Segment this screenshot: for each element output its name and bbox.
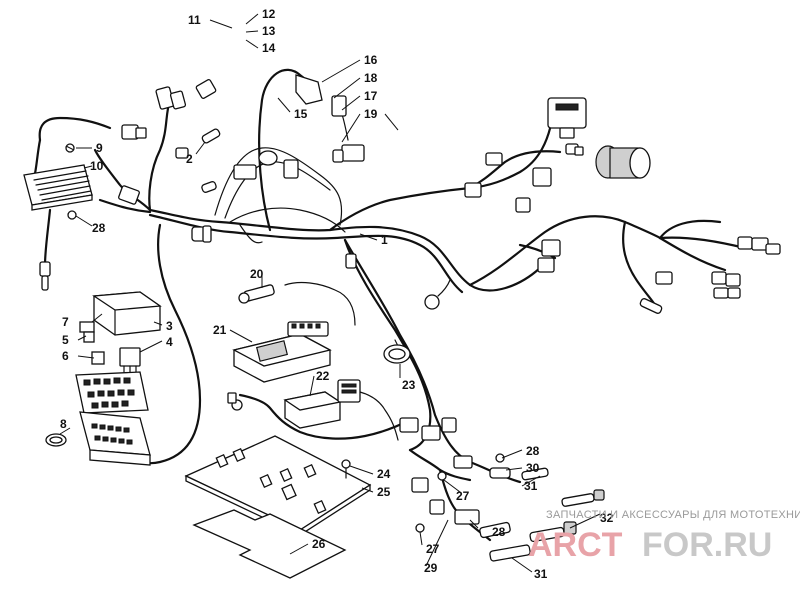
callout-19: 19 — [364, 107, 378, 121]
bottom-right-sensors — [408, 448, 605, 562]
callout-28-right-mid: 28 — [492, 525, 506, 539]
callout-12: 12 — [262, 7, 276, 21]
callout-2: 2 — [186, 152, 193, 166]
callout-15: 15 — [294, 107, 308, 121]
watermark-tagline: ЗАПЧАСТИ И АКСЕССУАРЫ ДЛЯ МОТОТЕХНИКИ — [546, 509, 800, 521]
callout-28-left: 28 — [92, 221, 106, 235]
module-21 — [232, 321, 332, 383]
callout-23: 23 — [402, 378, 416, 392]
callout-8: 8 — [60, 417, 67, 431]
callout-31-bottom: 31 — [534, 567, 548, 581]
lower-connectors — [227, 392, 457, 441]
callout-22: 22 — [316, 369, 330, 383]
main-wiring-harness — [93, 68, 747, 484]
callout-30: 30 — [526, 461, 540, 475]
callout-13: 13 — [262, 24, 276, 38]
watermark-logo-red: ARCT — [528, 526, 623, 564]
callout-32: 32 — [600, 511, 614, 525]
callout-29: 29 — [424, 561, 438, 575]
callout-27-lower: 27 — [426, 542, 440, 556]
callout-5: 5 — [62, 333, 69, 347]
watermark: ЗАПЧАСТИ И АКСЕССУАРЫ ДЛЯ МОТОТЕХНИКИ AR… — [528, 509, 800, 564]
callout-18: 18 — [364, 71, 378, 85]
callout-labels: 1 2 3 4 5 6 7 8 9 10 11 12 13 14 15 16 1… — [60, 7, 614, 581]
callout-3: 3 — [166, 319, 173, 333]
relay-fuse-group — [45, 291, 162, 466]
callout-6: 6 — [62, 349, 69, 363]
callout-14: 14 — [262, 41, 276, 55]
module-22 — [283, 379, 361, 429]
callout-21: 21 — [213, 323, 227, 337]
callout-25: 25 — [377, 485, 391, 499]
callout-24: 24 — [377, 467, 391, 481]
clip-23 — [383, 344, 411, 364]
screw-24 — [341, 459, 351, 479]
callout-11: 11 — [188, 13, 201, 27]
callout-17: 17 — [364, 89, 378, 103]
mounting-plate — [184, 435, 372, 579]
callout-10: 10 — [90, 159, 104, 173]
callout-20: 20 — [250, 267, 264, 281]
callout-1: 1 — [381, 233, 388, 247]
callout-28-right-top: 28 — [526, 444, 540, 458]
sensor-20 — [238, 284, 275, 304]
watermark-logo-grey: FOR.RU — [642, 526, 772, 564]
callout-27-upper: 27 — [456, 489, 470, 503]
harness-connectors — [118, 74, 781, 314]
callout-4: 4 — [166, 335, 173, 349]
callout-31-top: 31 — [524, 479, 538, 493]
callout-16: 16 — [364, 53, 378, 67]
leader-lines — [59, 13, 601, 573]
callout-26: 26 — [312, 537, 326, 551]
voltage-regulator — [23, 116, 112, 291]
callout-7: 7 — [62, 315, 69, 329]
callout-9: 9 — [96, 141, 103, 155]
